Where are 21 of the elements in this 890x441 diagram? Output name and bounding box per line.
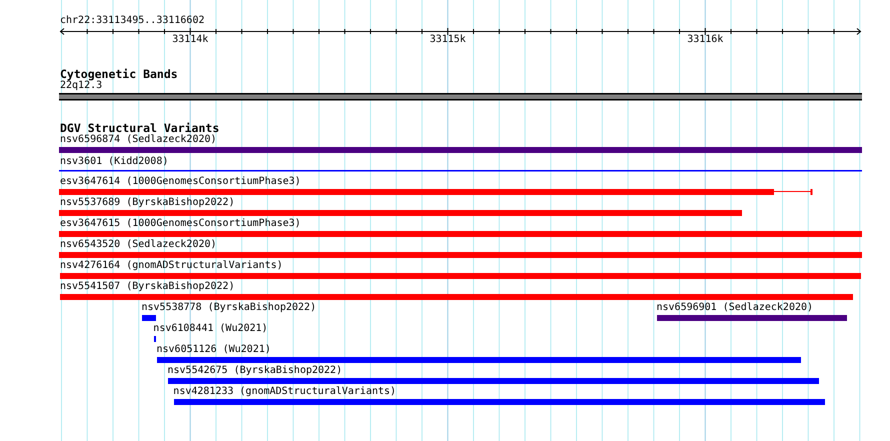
track-title: Cytogenetic Bands bbox=[60, 66, 178, 80]
tick-label: 33116k bbox=[687, 34, 724, 46]
feature-label: esv3647614 (1000GenomesConsortiumPhase3) bbox=[60, 176, 301, 188]
band-label: 22q12.3 bbox=[60, 80, 102, 92]
feature-label: nsv5542675 (ByrskaBishop2022) bbox=[168, 365, 342, 377]
tick-label: 33115k bbox=[430, 34, 466, 46]
tick-label: 33114k bbox=[172, 34, 208, 46]
feature-label: nsv6051126 (Wu2021) bbox=[156, 344, 271, 356]
track-title: DGV Structural Variants bbox=[60, 120, 220, 134]
feature-label: nsv6108441 (Wu2021) bbox=[153, 323, 268, 335]
feature-label: nsv3601 (Kidd2008) bbox=[60, 156, 168, 168]
feature-label: nsv5538778 (ByrskaBishop2022) bbox=[142, 302, 316, 314]
feature-label: nsv4281233 (gnomADStructuralVariants) bbox=[173, 386, 396, 398]
feature-label: nsv6596901 (Sedlazeck2020) bbox=[656, 302, 814, 314]
feature-label: nsv6596874 (Sedlazeck2020) bbox=[60, 134, 217, 146]
feature-label: nsv4276164 (gnomADStructuralVariants) bbox=[60, 260, 283, 272]
feature-label: nsv6543520 (Sedlazeck2020) bbox=[60, 239, 217, 251]
coordinate-range-label: chr22:33113495..33116602 bbox=[60, 15, 204, 28]
feature-label: nsv5537689 (ByrskaBishop2022) bbox=[60, 197, 235, 209]
feature-label: esv3647615 (1000GenomesConsortiumPhase3) bbox=[60, 218, 301, 230]
feature-label: nsv5541507 (ByrskaBishop2022) bbox=[60, 281, 235, 293]
